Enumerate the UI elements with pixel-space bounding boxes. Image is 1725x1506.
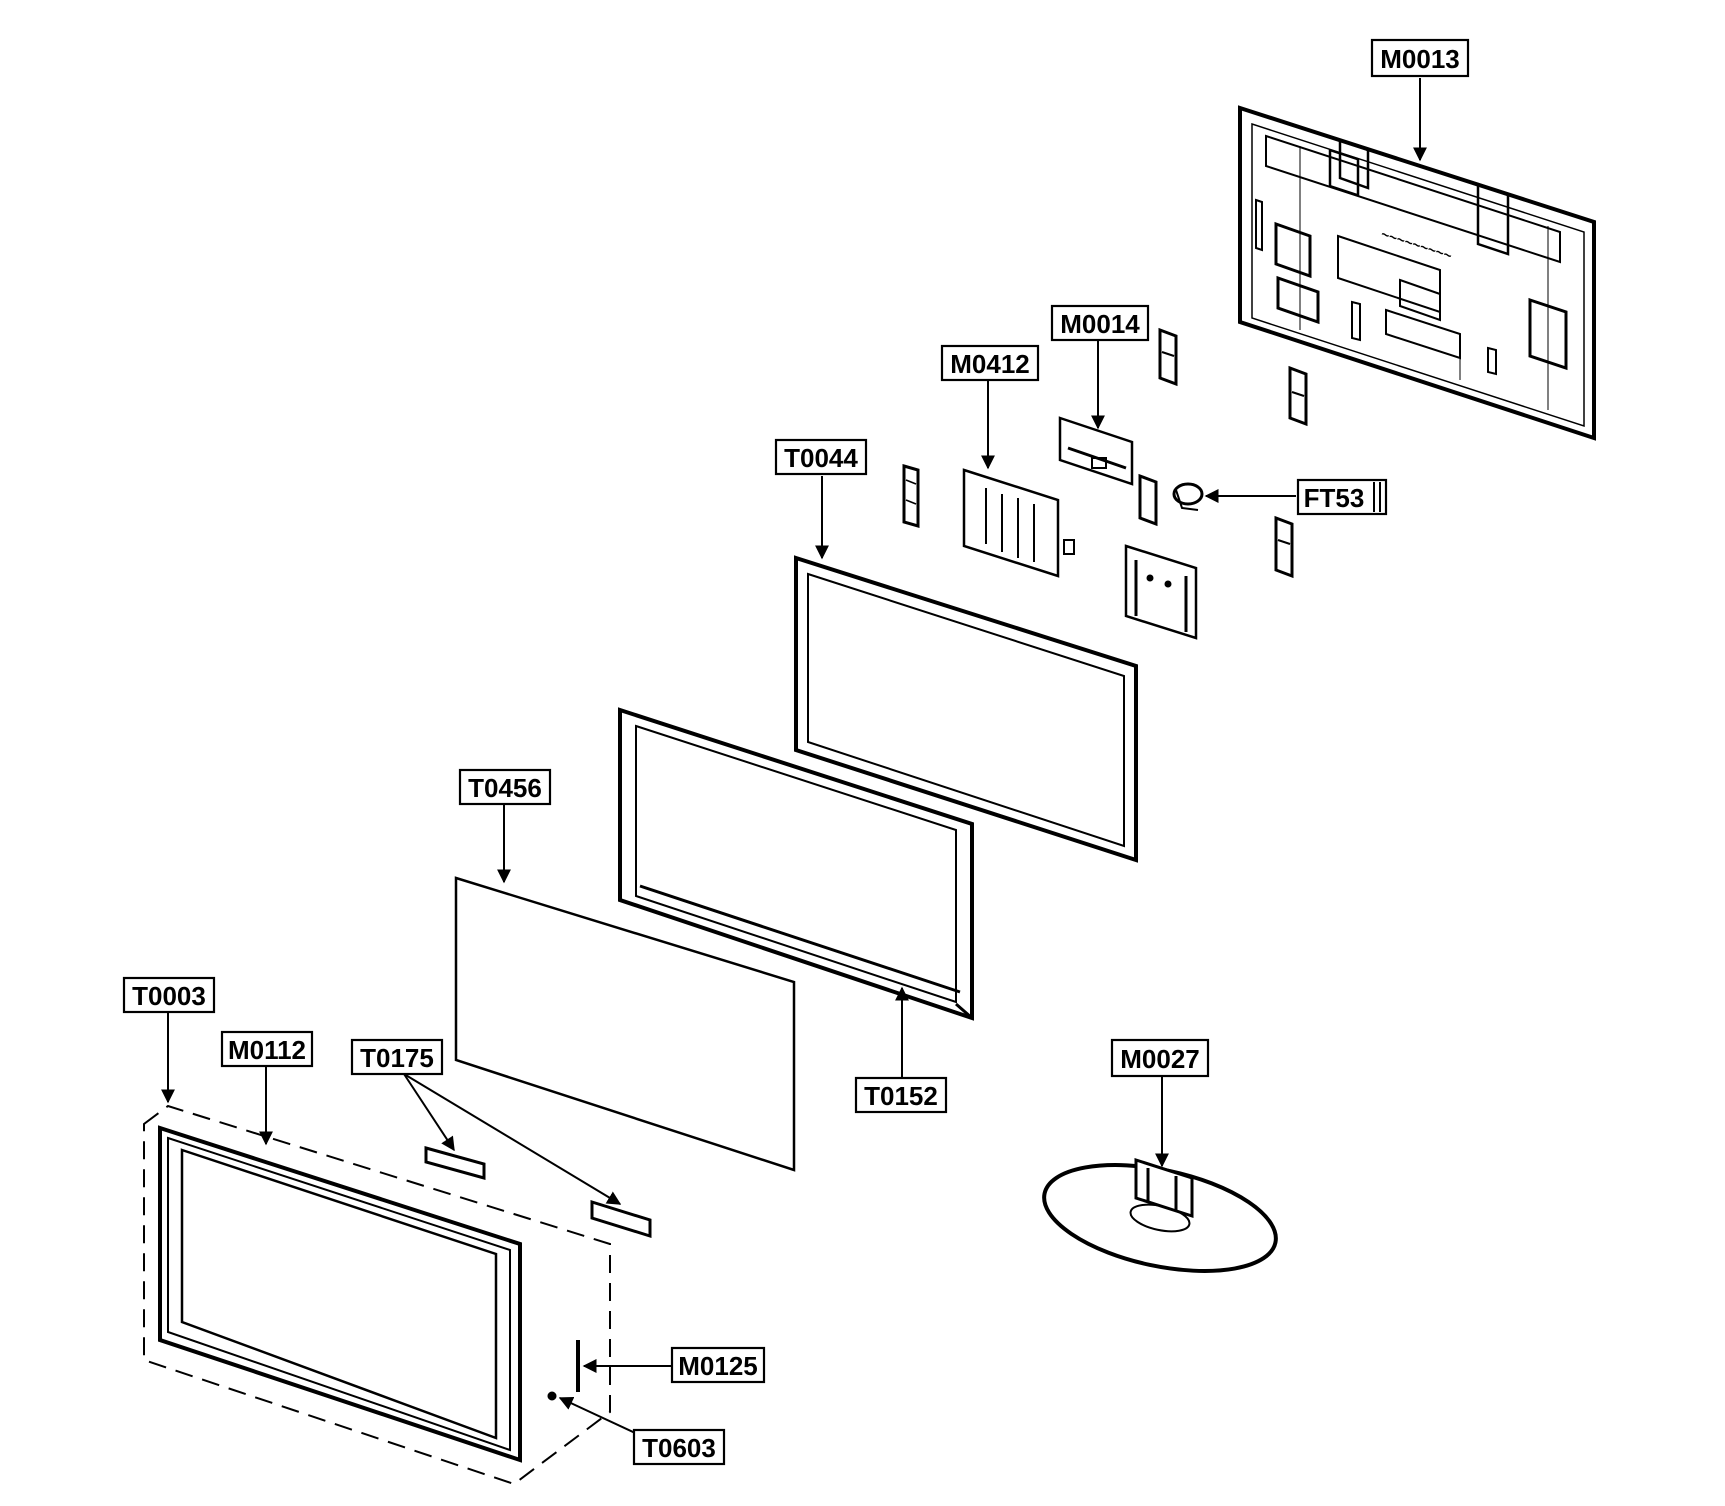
t0044-panel-frame-part <box>794 555 1138 863</box>
leader-lines <box>161 78 1427 1439</box>
label-m0014: M0014 <box>1050 304 1150 342</box>
svg-text:M0027: M0027 <box>1120 1044 1200 1074</box>
svg-text:T0603: T0603 <box>642 1433 716 1463</box>
svg-text:M0013: M0013 <box>1380 44 1460 74</box>
label-t0456: T0456 <box>458 768 552 806</box>
label-t0175: T0175 <box>350 1038 444 1076</box>
svg-text:T0456: T0456 <box>468 773 542 803</box>
label-t0003: T0003 <box>122 976 216 1014</box>
t0175-clip-parts <box>424 1146 652 1239</box>
label-t0603: T0603 <box>632 1428 726 1466</box>
svg-text:T0152: T0152 <box>864 1081 938 1111</box>
mount-bracket-part <box>1124 544 1198 640</box>
t0152-frame-part <box>618 707 974 1021</box>
svg-text:M0125: M0125 <box>678 1351 758 1381</box>
stand-part <box>1042 1157 1278 1273</box>
rear-cover-part: ~~~~~~~~~ <box>1238 105 1596 441</box>
label-m0027: M0027 <box>1110 1038 1210 1078</box>
label-m0125: M0125 <box>670 1346 766 1384</box>
front-bezel-part <box>143 1104 611 1486</box>
label-t0044: T0044 <box>774 438 868 476</box>
svg-text:M0014: M0014 <box>1060 309 1140 339</box>
svg-text:FT53: FT53 <box>1304 483 1365 513</box>
svg-text:T0175: T0175 <box>360 1043 434 1073</box>
m0412-board-part <box>962 468 1075 578</box>
ft53-connector-part <box>1172 482 1204 511</box>
label-m0112: M0112 <box>220 1030 314 1068</box>
t0456-sheet-part <box>454 876 796 1172</box>
bracket-part <box>902 327 1308 579</box>
svg-text:M0112: M0112 <box>228 1035 306 1065</box>
svg-text:T0044: T0044 <box>784 443 858 473</box>
svg-text:M0412: M0412 <box>950 349 1030 379</box>
label-m0412: M0412 <box>940 344 1040 382</box>
label-ft53: FT53 <box>1296 478 1388 516</box>
svg-text:T0003: T0003 <box>132 981 206 1011</box>
label-m0013: M0013 <box>1370 38 1470 78</box>
m0014-board-part <box>1058 416 1134 486</box>
label-t0152: T0152 <box>854 1076 948 1114</box>
